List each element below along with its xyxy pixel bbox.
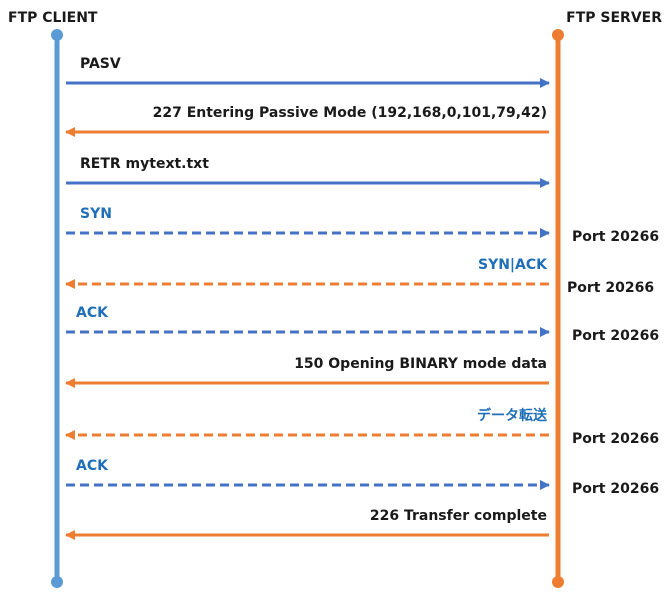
- server-label: FTP SERVER: [566, 10, 662, 26]
- message-label-1: PASV: [80, 56, 121, 72]
- server-lifeline-start: [552, 29, 564, 41]
- message-label-3: RETR mytext.txt: [80, 156, 209, 172]
- message-label-9: ACK: [76, 458, 109, 474]
- port-label-4: Port 20266: [572, 229, 659, 245]
- port-label-8: Port 20266: [572, 431, 659, 447]
- server-lifeline-end: [552, 576, 564, 588]
- message-label-7: 150 Opening BINARY mode data: [294, 356, 547, 372]
- port-label-6: Port 20266: [572, 328, 659, 344]
- message-label-4: SYN: [80, 206, 112, 222]
- port-label-9: Port 20266: [572, 481, 659, 497]
- port-label-5: Port 20266: [567, 280, 654, 296]
- message-list: PASV 227 Entering Passive Mode (192,168,0…: [65, 56, 659, 540]
- message-label-8: データ転送: [477, 407, 548, 424]
- client-lifeline-start: [51, 29, 63, 41]
- client-lifeline-end: [51, 576, 63, 588]
- message-label-5: SYN|ACK: [478, 257, 548, 273]
- message-label-10: 226 Transfer complete: [370, 508, 547, 524]
- client-label: FTP CLIENT: [8, 10, 98, 26]
- message-label-2: 227 Entering Passive Mode (192,168,0,101…: [153, 105, 547, 121]
- message-label-6: ACK: [76, 305, 109, 321]
